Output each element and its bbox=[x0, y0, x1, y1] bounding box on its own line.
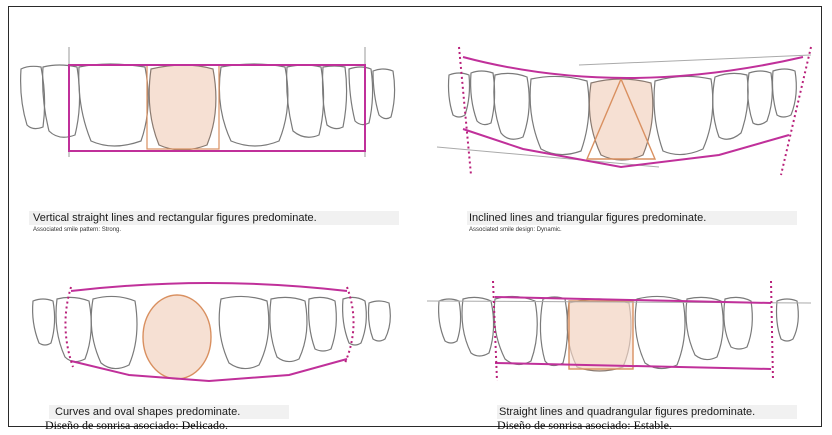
smile-outline-upper bbox=[463, 57, 803, 78]
panel-triangular: Inclined lines and triangular figures pr… bbox=[419, 7, 819, 237]
figure-frame: Vertical straight lines and rectangular … bbox=[8, 6, 822, 427]
panel-subcaption: Diseño de sonrisa asociado: Delicado. bbox=[45, 418, 228, 433]
panel-caption: Vertical straight lines and rectangular … bbox=[33, 212, 317, 224]
right-dotted-guide bbox=[771, 281, 773, 381]
central-incisor bbox=[149, 65, 216, 150]
left-dotted-guide bbox=[459, 47, 471, 175]
smile-diagram-rectangular bbox=[9, 7, 409, 237]
smile-diagram-triangular bbox=[419, 7, 819, 237]
smile-outline-top bbox=[71, 283, 347, 291]
panel-subcaption: Diseño de sonrisa asociado: Estable. bbox=[497, 418, 672, 433]
smile-diagram-quadrangular bbox=[419, 241, 819, 427]
panel-rectangular: Vertical straight lines and rectangular … bbox=[9, 7, 409, 237]
smile-diagram-oval bbox=[9, 241, 409, 427]
central-incisor bbox=[589, 79, 652, 160]
panel-caption: Straight lines and quadrangular figures … bbox=[499, 406, 755, 418]
right-dotted-guide bbox=[781, 47, 811, 175]
panel-subcaption: Associated smile pattern: Strong. bbox=[33, 227, 121, 233]
central-incisor-oval bbox=[143, 295, 211, 379]
central-incisor-square bbox=[569, 301, 633, 369]
panel-oval: Curves and oval shapes predominate. Dise… bbox=[9, 241, 409, 427]
smile-outline-rectangle bbox=[69, 65, 365, 151]
left-dotted-curve bbox=[65, 287, 73, 367]
smile-outline-bottom bbox=[71, 359, 347, 381]
panel-quadrangular: Straight lines and quadrangular figures … bbox=[419, 241, 819, 427]
panel-caption: Curves and oval shapes predominate. bbox=[55, 406, 240, 418]
panel-caption: Inclined lines and triangular figures pr… bbox=[469, 212, 706, 224]
panel-subcaption: Associated smile design: Dynamic. bbox=[469, 227, 562, 233]
